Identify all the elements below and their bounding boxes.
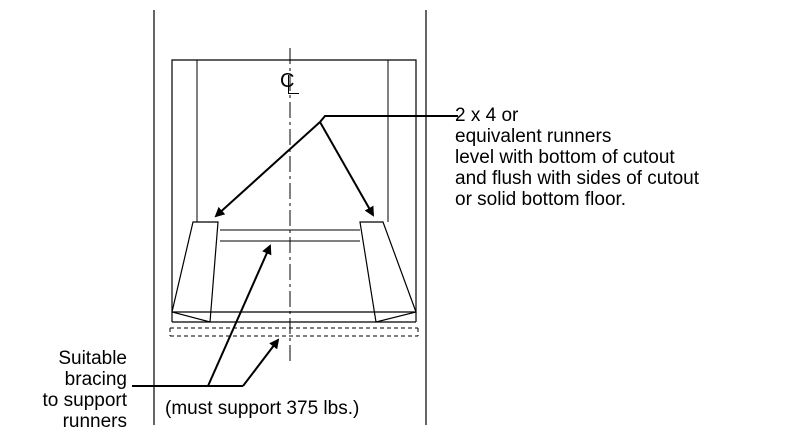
- centerline-symbol-underscore: [288, 75, 299, 94]
- bracing-label-line: to support: [42, 390, 128, 411]
- runners-label: 2 x 4 or equivalent runners level with b…: [455, 105, 699, 210]
- runners-label-line: or solid bottom floor.: [455, 189, 627, 210]
- cutout-outline: [171, 59, 417, 322]
- bracing-label-line: bracing: [64, 369, 127, 390]
- runners-arrow-right: [319, 121, 374, 217]
- bracing-label: Suitable bracing to support runners: [43, 348, 128, 432]
- right-runner: [359, 221, 417, 323]
- runners-leader: [319, 115, 458, 123]
- support-load-label: (must support 375 lbs.): [165, 398, 360, 419]
- runners-label-line: level with bottom of cutout: [455, 147, 675, 168]
- bracing-arrow-upper: [207, 244, 272, 387]
- bracing-arrow-dashed: [242, 338, 280, 387]
- bracing-label-line: Suitable: [58, 348, 127, 369]
- runners-arrow-left: [214, 121, 321, 218]
- runners-label-line: equivalent runners: [455, 126, 612, 147]
- left-runner: [171, 221, 219, 323]
- bracing-label-line: runners: [62, 411, 127, 432]
- runners-label-line: and flush with sides of cutout: [455, 168, 699, 189]
- runners-label-line: 2 x 4 or: [455, 105, 519, 126]
- centerline-symbol: C: [280, 70, 299, 94]
